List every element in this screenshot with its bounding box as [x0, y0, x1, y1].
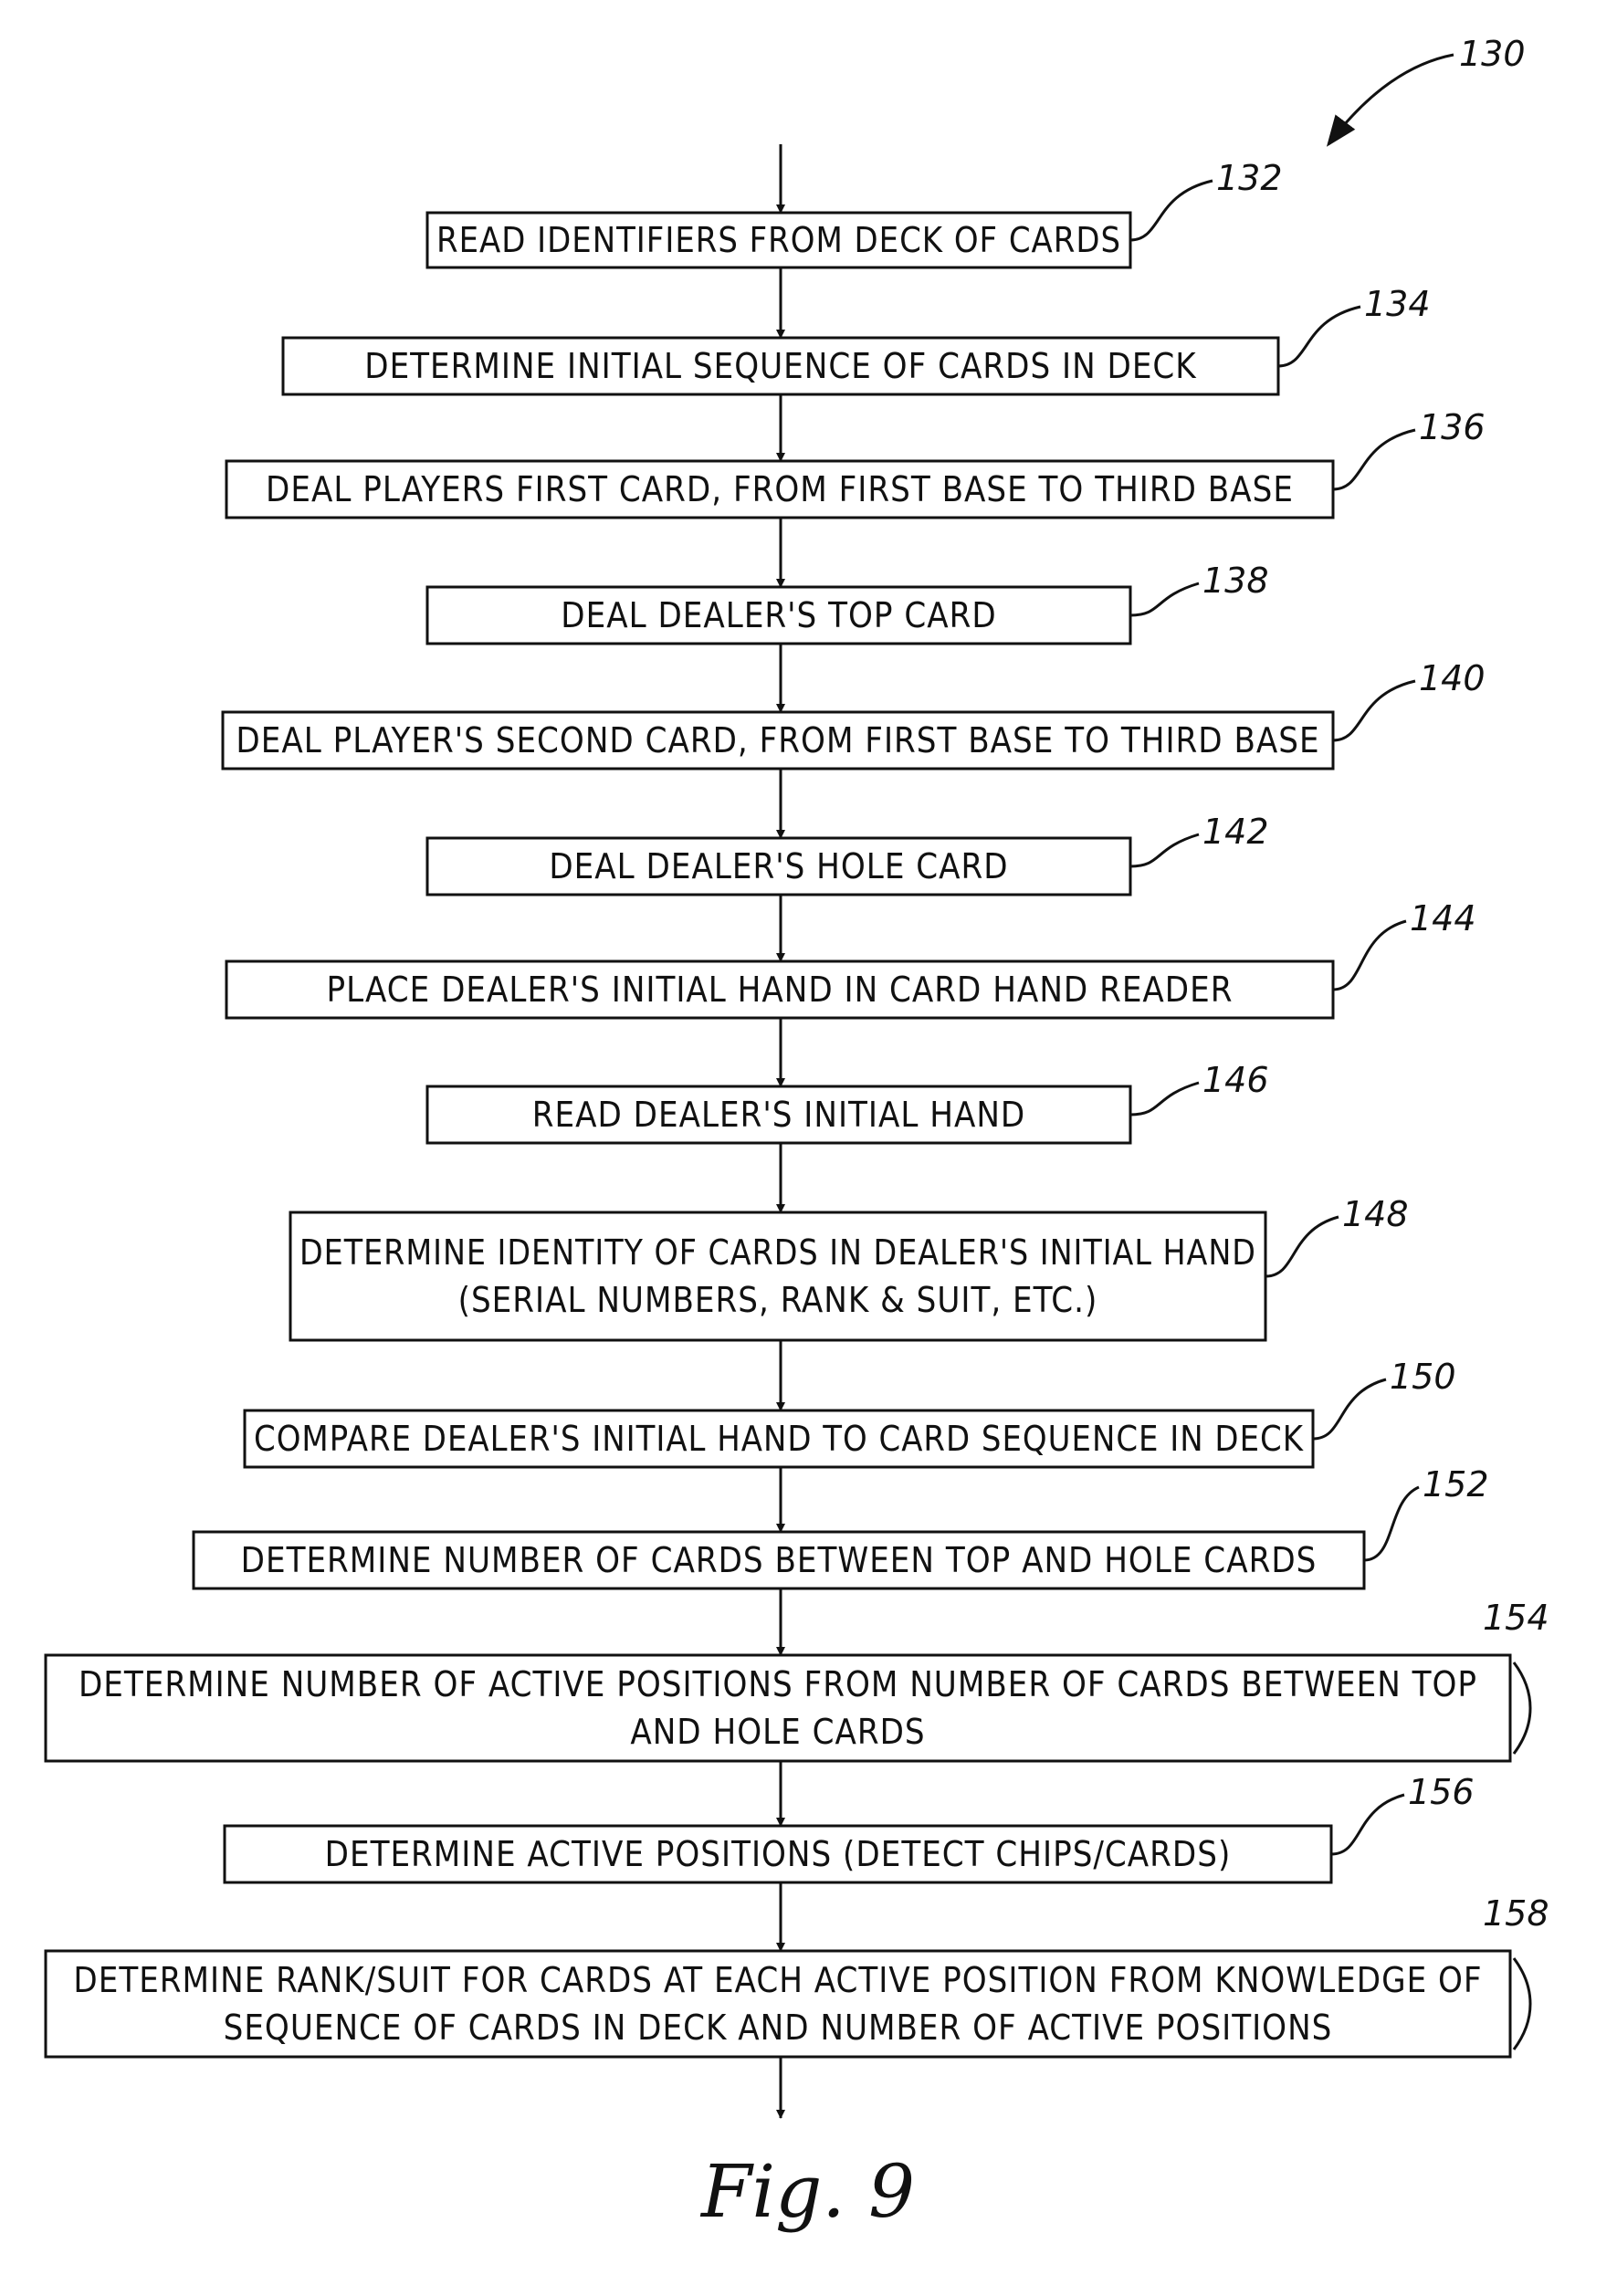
leader-line [1333, 681, 1415, 740]
step-text: DETERMINE RANK/SUIT FOR CARDS AT EACH AC… [73, 1960, 1482, 2000]
leader-line [1130, 1083, 1199, 1115]
ref-number: 144 [1410, 898, 1476, 938]
leader-line [1331, 1795, 1404, 1854]
leader-line [1278, 307, 1360, 366]
figure-ref-number: 130 [1459, 34, 1526, 74]
ref-label-134: 134 [1278, 284, 1431, 366]
ref-label-132: 132 [1130, 158, 1283, 240]
flow-step-138: DEAL DEALER'S TOP CARD [427, 587, 1130, 644]
flow-step-142: DEAL DEALER'S HOLE CARD [427, 838, 1130, 895]
step-text: COMPARE DEALER'S INITIAL HAND TO CARD SE… [254, 1419, 1305, 1459]
ref-number: 156 [1408, 1772, 1475, 1812]
step-text: DEAL PLAYER'S SECOND CARD, FROM FIRST BA… [236, 720, 1319, 760]
leader-line [1130, 834, 1199, 866]
step-text: DEAL PLAYERS FIRST CARD, FROM FIRST BASE… [266, 469, 1294, 509]
step-text: DEAL DEALER'S HOLE CARD [549, 846, 1008, 886]
leader-line [1313, 1379, 1386, 1439]
flow-step-152: DETERMINE NUMBER OF CARDS BETWEEN TOP AN… [194, 1532, 1364, 1588]
flow-step-156: DETERMINE ACTIVE POSITIONS (DETECT CHIPS… [225, 1826, 1331, 1882]
ref-number: 146 [1202, 1060, 1269, 1100]
step-text: DEAL DEALER'S TOP CARD [561, 595, 996, 635]
ref-label-148: 148 [1265, 1194, 1409, 1276]
leader-line [1333, 430, 1415, 489]
ref-label-138: 138 [1130, 561, 1269, 615]
leader-bracket [1514, 1662, 1530, 1754]
ref-number: 154 [1483, 1598, 1549, 1638]
ref-label-136: 136 [1333, 407, 1486, 489]
figure-reference: 130 [1328, 34, 1526, 144]
ref-number: 140 [1419, 658, 1486, 698]
step-text: AND HOLE CARDS [630, 1712, 925, 1752]
flow-step-134: DETERMINE INITIAL SEQUENCE OF CARDS IN D… [283, 338, 1278, 394]
flow-step-150: COMPARE DEALER'S INITIAL HAND TO CARD SE… [245, 1410, 1313, 1467]
ref-label-144: 144 [1333, 898, 1476, 990]
step-text: DETERMINE ACTIVE POSITIONS (DETECT CHIPS… [325, 1834, 1232, 1874]
flow-step-136: DEAL PLAYERS FIRST CARD, FROM FIRST BASE… [226, 461, 1333, 518]
ref-number: 150 [1390, 1357, 1456, 1397]
figure-caption: Fig. 9 [699, 2149, 915, 2234]
step-text: DETERMINE NUMBER OF ACTIVE POSITIONS FRO… [79, 1664, 1477, 1704]
figure-pointer-arrow [1328, 55, 1454, 144]
ref-label-156: 156 [1331, 1772, 1475, 1854]
flow-step-140: DEAL PLAYER'S SECOND CARD, FROM FIRST BA… [223, 712, 1333, 769]
flow-step-146: READ DEALER'S INITIAL HAND [427, 1086, 1130, 1143]
step-text: DETERMINE INITIAL SEQUENCE OF CARDS IN D… [364, 346, 1197, 386]
flow-steps: READ IDENTIFIERS FROM DECK OF CARDS DETER… [46, 213, 1510, 2057]
ref-label-152: 152 [1364, 1464, 1489, 1560]
ref-number: 134 [1364, 284, 1431, 324]
leader-line [1333, 921, 1406, 990]
leader-line [1130, 583, 1199, 615]
ref-number: 152 [1423, 1464, 1489, 1504]
flow-step-148: DETERMINE IDENTITY OF CARDS IN DEALER'S … [290, 1212, 1265, 1340]
leader-bracket [1514, 1958, 1530, 2050]
reference-labels: 132 134 136 138 140 142 144 146 148 150 152 154 156 1… [1130, 158, 1549, 2050]
ref-number: 142 [1202, 812, 1269, 852]
step-text: DETERMINE IDENTITY OF CARDS IN DEALER'S … [299, 1232, 1256, 1273]
ref-number: 132 [1216, 158, 1283, 198]
step-text: READ IDENTIFIERS FROM DECK OF CARDS [436, 220, 1121, 260]
leader-line [1265, 1217, 1339, 1276]
step-text: (SERIAL NUMBERS, RANK & SUIT, ETC.) [458, 1280, 1098, 1320]
ref-number: 138 [1202, 561, 1269, 601]
flow-step-144: PLACE DEALER'S INITIAL HAND IN CARD HAND… [226, 961, 1333, 1018]
ref-label-140: 140 [1333, 658, 1486, 740]
flow-step-132: READ IDENTIFIERS FROM DECK OF CARDS [427, 213, 1130, 267]
leader-line [1364, 1487, 1419, 1560]
ref-label-142: 142 [1130, 812, 1269, 866]
step-box [290, 1212, 1265, 1340]
ref-number: 158 [1483, 1893, 1549, 1934]
ref-label-146: 146 [1130, 1060, 1269, 1115]
step-text: DETERMINE NUMBER OF CARDS BETWEEN TOP AN… [241, 1540, 1318, 1580]
step-text: SEQUENCE OF CARDS IN DECK AND NUMBER OF … [224, 2008, 1333, 2048]
step-text: READ DEALER'S INITIAL HAND [532, 1095, 1025, 1135]
leader-line [1130, 181, 1213, 240]
step-text: PLACE DEALER'S INITIAL HAND IN CARD HAND… [327, 970, 1234, 1010]
ref-number: 136 [1419, 407, 1486, 447]
flow-step-158: DETERMINE RANK/SUIT FOR CARDS AT EACH AC… [46, 1951, 1510, 2057]
ref-number: 148 [1342, 1194, 1409, 1234]
ref-label-150: 150 [1313, 1357, 1456, 1439]
flow-step-154: DETERMINE NUMBER OF ACTIVE POSITIONS FRO… [46, 1655, 1510, 1761]
